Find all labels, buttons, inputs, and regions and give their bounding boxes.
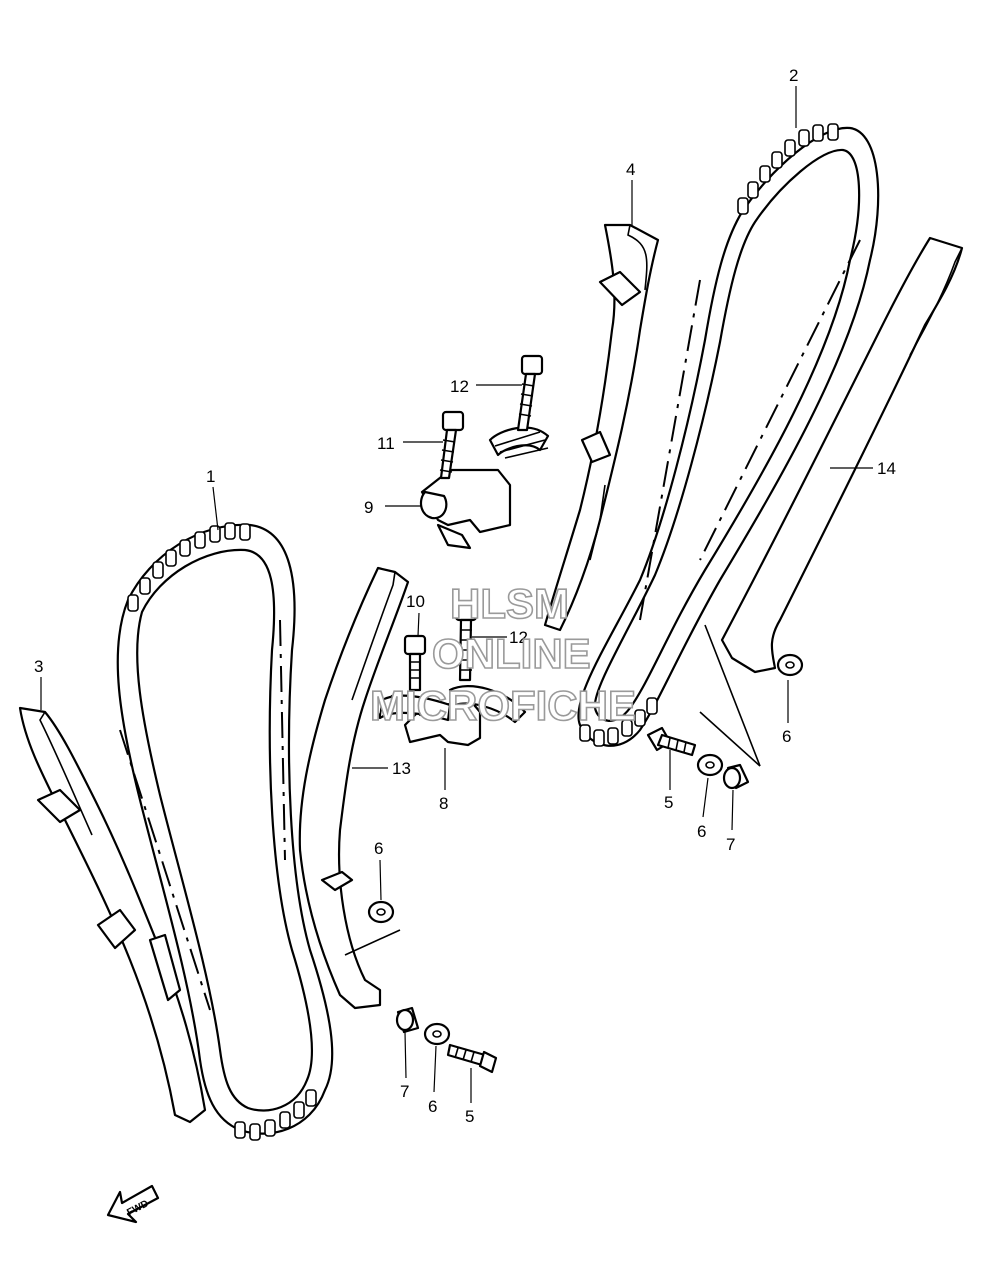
chain-links-left-bottom <box>234 1089 317 1141</box>
bolt-12-upper <box>516 354 544 432</box>
callout-7-right: 7 <box>726 835 735 854</box>
tensioner-blade-right <box>699 236 964 767</box>
bolt-11-upper <box>439 410 465 480</box>
washer-6-left-lower <box>423 1022 451 1046</box>
callout-5-right: 5 <box>664 793 673 812</box>
callout-7-left: 7 <box>400 1082 409 1101</box>
chain-links-left-top <box>127 522 251 612</box>
watermark-line-3: MICROFICHE <box>370 682 636 729</box>
bolt-10 <box>403 634 427 692</box>
callout-14: 14 <box>877 459 896 478</box>
watermark-line-1: HLSM <box>450 580 569 627</box>
chain-guide-left <box>18 706 207 1124</box>
callout-4: 4 <box>626 160 635 179</box>
callout-6-left-lower: 6 <box>428 1097 437 1116</box>
collar-7-right <box>722 763 750 790</box>
callout-6-right-upper: 6 <box>782 727 791 746</box>
washer-6-left-upper <box>367 900 395 924</box>
callout-numbers: 1 2 3 4 5 5 6 6 6 6 7 7 8 9 10 11 12 12 … <box>34 66 896 1126</box>
callout-8: 8 <box>439 794 448 813</box>
callout-13: 13 <box>392 759 411 778</box>
callout-3: 3 <box>34 657 43 676</box>
cam-chain-left <box>116 522 334 1141</box>
tensioner-lower <box>373 685 527 747</box>
chain-links-right-bottom <box>579 697 658 747</box>
callout-12-lower: 12 <box>509 628 528 647</box>
callout-5-left: 5 <box>465 1107 474 1126</box>
tensioner-upper <box>419 426 550 550</box>
callout-1: 1 <box>206 467 215 486</box>
callout-2: 2 <box>789 66 798 85</box>
collar-7-left <box>395 1006 420 1034</box>
washer-6-right-lower <box>696 753 724 777</box>
bolt-5-left <box>446 1043 498 1074</box>
fwd-arrow: FWD <box>106 1184 160 1224</box>
tensioner-blade-left <box>298 566 410 1010</box>
chain-links-right-top <box>737 123 839 215</box>
callout-6-right-lower: 6 <box>697 822 706 841</box>
callout-12-upper: 12 <box>450 377 469 396</box>
watermark-line-2: ONLINE <box>432 630 591 677</box>
chain-guide-4 <box>543 223 660 632</box>
callout-11: 11 <box>377 434 395 453</box>
watermark: HLSM ONLINE MICROFICHE <box>369 579 637 730</box>
callout-9: 9 <box>364 498 373 517</box>
leader-lines <box>40 86 873 1103</box>
callout-10: 10 <box>406 592 425 611</box>
bolt-5-right <box>646 726 697 757</box>
cam-chain-right <box>577 123 880 747</box>
bolt-12-lower <box>454 600 478 682</box>
washer-6-right-upper <box>776 653 804 677</box>
callout-6-left-upper: 6 <box>374 839 383 858</box>
